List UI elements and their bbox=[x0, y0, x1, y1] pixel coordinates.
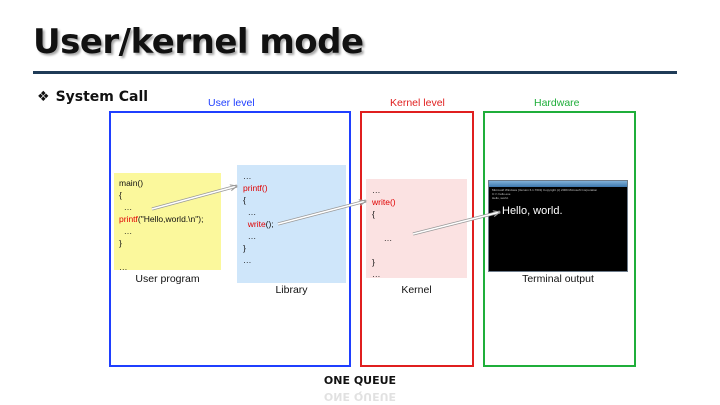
code-text: … bbox=[119, 202, 133, 212]
diamond-bullet-icon: ❖ bbox=[37, 89, 50, 105]
kernel-level-box bbox=[360, 111, 474, 367]
code-text: … bbox=[243, 231, 257, 241]
code-line: } bbox=[119, 237, 221, 249]
code-line: … bbox=[243, 206, 346, 218]
code-line: … bbox=[372, 232, 467, 244]
code-line: … bbox=[119, 225, 221, 237]
code-text: } bbox=[243, 243, 246, 253]
code-text: { bbox=[119, 190, 122, 200]
code-line: write() bbox=[372, 196, 467, 208]
code-call-highlight: write bbox=[243, 219, 266, 229]
code-line: … bbox=[119, 201, 221, 213]
code-line: printf() bbox=[243, 182, 346, 194]
kernel-caption: Kernel bbox=[401, 284, 432, 296]
title-underline bbox=[33, 71, 677, 74]
code-line: } bbox=[372, 256, 467, 268]
terminal-output-text: Hello, world. bbox=[502, 205, 563, 217]
hardware-label: Hardware bbox=[534, 97, 580, 109]
arrow-kernel-to-terminal-inner bbox=[412, 212, 500, 235]
terminal-title-bar bbox=[489, 181, 627, 187]
code-text: (); bbox=[265, 219, 274, 229]
code-text: { bbox=[372, 209, 375, 219]
code-text: … bbox=[372, 269, 381, 279]
code-text: { bbox=[243, 195, 246, 205]
console-line: Microsoft Windows [Version 6.1.7601] Cop… bbox=[492, 188, 598, 192]
library-panel: … printf() { … write(); …} … bbox=[237, 165, 346, 283]
code-text: … bbox=[119, 262, 128, 272]
bullet-system-call: ❖ System Call bbox=[37, 89, 148, 105]
code-line: write(); bbox=[243, 218, 346, 230]
user-level-label: User level bbox=[208, 97, 255, 109]
code-text: … bbox=[372, 233, 393, 243]
code-text: … bbox=[372, 185, 381, 195]
slide-title: User/kernel mode bbox=[33, 22, 364, 62]
code-text: … bbox=[243, 171, 252, 181]
code-text: … bbox=[119, 226, 133, 236]
code-text: ("Hello,world.\n"); bbox=[137, 214, 204, 224]
code-line: { bbox=[243, 194, 346, 206]
terminal-console-text: Microsoft Windows [Version 6.1.7601] Cop… bbox=[492, 188, 624, 200]
kernel-panel: … write() { …} … bbox=[366, 179, 467, 280]
footer-reflection: ONE QUEUE bbox=[323, 390, 397, 403]
code-call-highlight: write() bbox=[372, 197, 396, 207]
terminal-caption: Terminal output bbox=[522, 273, 594, 285]
code-call-highlight: printf bbox=[119, 214, 138, 224]
code-line: main() bbox=[119, 177, 221, 189]
code-text: } bbox=[119, 238, 122, 248]
arrow-printf-to-library-inner bbox=[151, 186, 237, 210]
bullet-label: System Call bbox=[55, 89, 149, 105]
code-line: } bbox=[243, 242, 346, 254]
hardware-box bbox=[483, 111, 636, 367]
terminal-window: Microsoft Windows [Version 6.1.7601] Cop… bbox=[488, 180, 628, 272]
arrow-write-to-kernel-inner bbox=[277, 201, 366, 225]
user-program-panel: main(){ …printf("Hello,world.\n"); …}… bbox=[114, 173, 221, 273]
code-line: … bbox=[243, 254, 346, 266]
code-text: … bbox=[243, 207, 257, 217]
code-call-highlight: printf() bbox=[243, 183, 268, 193]
footer-text: ONE QUEUE bbox=[323, 374, 397, 387]
code-line: { bbox=[372, 208, 467, 220]
library-caption: Library bbox=[275, 284, 308, 296]
code-line: … bbox=[372, 268, 467, 280]
user-level-box bbox=[109, 111, 351, 367]
code-line: … bbox=[119, 261, 221, 273]
code-line: … bbox=[372, 184, 467, 196]
code-text: … bbox=[243, 255, 252, 265]
code-line: … bbox=[243, 230, 346, 242]
code-line: printf("Hello,world.\n"); bbox=[119, 213, 221, 225]
code-text: main() bbox=[119, 178, 144, 188]
user-program-caption: User program bbox=[135, 273, 200, 285]
code-line: { bbox=[119, 189, 221, 201]
console-line: Hello, world. bbox=[492, 196, 509, 200]
console-line: C:\> hello.exe bbox=[492, 192, 511, 196]
kernel-level-label: Kernel level bbox=[390, 97, 445, 109]
code-text: } bbox=[372, 257, 375, 267]
code-line: … bbox=[243, 170, 346, 182]
